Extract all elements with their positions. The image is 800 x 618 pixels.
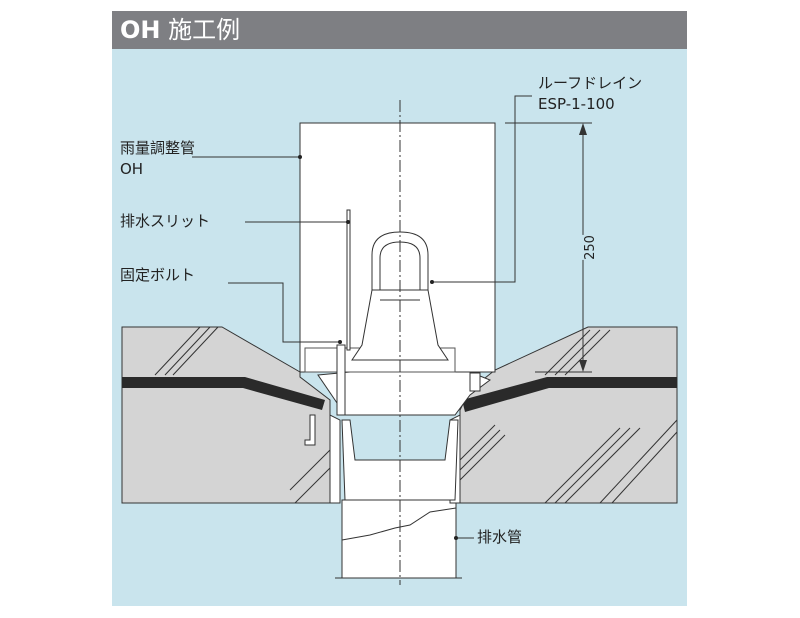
- fixing-bolt: [336, 344, 346, 416]
- title-text: 施工例: [168, 16, 241, 44]
- title-code: OH: [120, 16, 161, 44]
- label-rain-regulator-pipe: 雨量調整管: [120, 139, 196, 157]
- header-bar: OH 施工例: [112, 11, 687, 49]
- label-fixing-bolt: 固定ボルト: [120, 266, 196, 284]
- label-roof-drain: ルーフドレイン: [538, 74, 643, 92]
- drain-pipe: [341, 499, 457, 579]
- label-rain-regulator-code: OH: [120, 160, 144, 178]
- page-title: OH 施工例: [120, 15, 240, 45]
- waterproof-membrane-left: [122, 377, 325, 410]
- waterproof-membrane-right: [462, 377, 677, 412]
- label-drain-slit: 排水スリット: [120, 212, 211, 230]
- label-dimension-250: 250: [580, 235, 600, 260]
- label-drain-pipe: 排水管: [477, 528, 523, 546]
- concrete-slab-left: [121, 326, 331, 504]
- slab-hatching: [154, 326, 678, 504]
- drain-slit: [346, 209, 351, 351]
- label-roof-drain-model: ESP-1-100: [538, 95, 615, 113]
- leader-lines: [192, 95, 532, 539]
